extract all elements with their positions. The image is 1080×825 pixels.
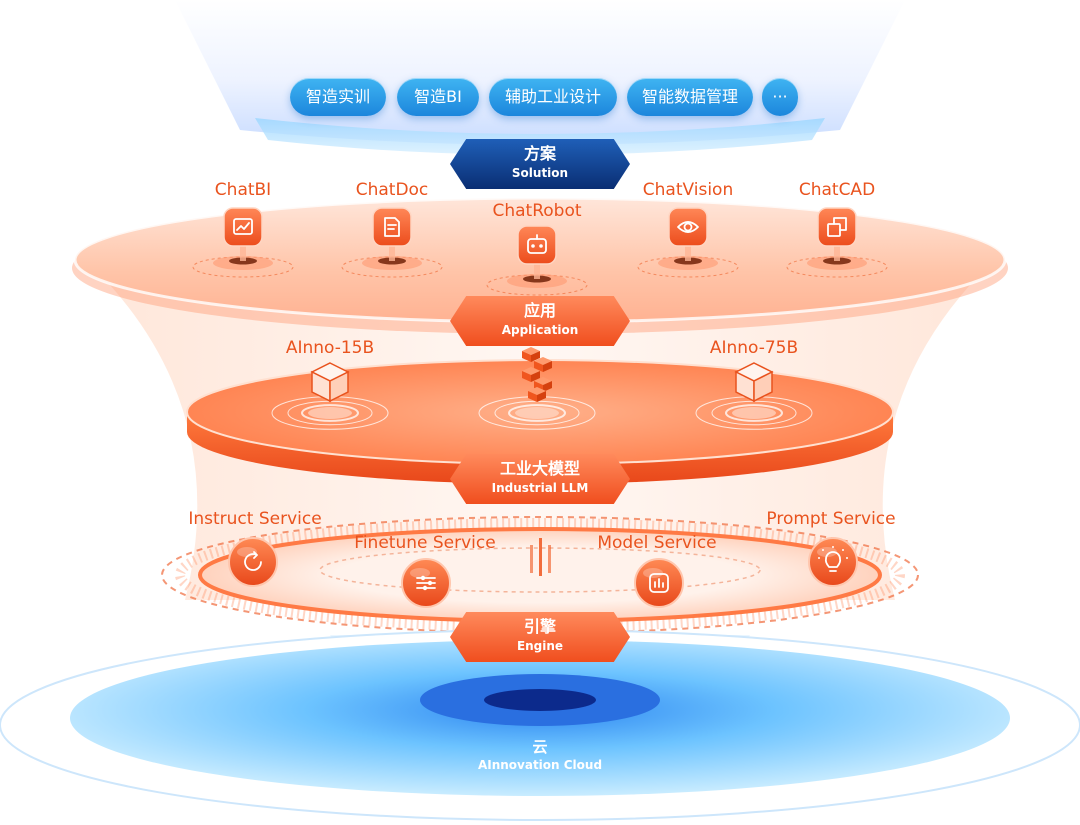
solution-title: 方案 (523, 144, 556, 163)
engine-label-prompt: Prompt Service (766, 509, 896, 529)
application-label-chatdoc: ChatDoc (355, 180, 429, 200)
blocks-icon (478, 347, 596, 430)
cube-icon (271, 362, 389, 430)
application-subtitle: Application (501, 323, 579, 337)
application-label-chatcad: ChatCAD (798, 180, 876, 200)
engine-tick-ring (175, 518, 905, 632)
robot-icon (486, 225, 588, 296)
cloud-core-hole (484, 689, 596, 711)
engine-label-model: Model Service (597, 533, 717, 553)
engine-label-finetune: Finetune Service (354, 533, 496, 553)
application-label-chatbi: ChatBI (214, 180, 272, 200)
solution-item-data[interactable]: 智能数据管理 (627, 78, 753, 116)
model-icon (634, 558, 684, 608)
engine-title: 引擎 (523, 617, 556, 636)
llm-badge: 工业大模型 Industrial LLM (450, 454, 630, 504)
solution-bowl-floor (255, 118, 825, 155)
sliders-icon (401, 558, 451, 608)
solution-subtitle: Solution (511, 166, 569, 180)
application-label-chatrobot: ChatRobot (492, 201, 582, 221)
llm-label-15b: AInno-15B (285, 338, 375, 358)
eye-icon (637, 207, 739, 278)
refresh-icon (228, 537, 278, 587)
document-icon (341, 207, 443, 278)
bulb-icon (808, 537, 858, 587)
solution-badge: 方案 Solution (450, 139, 630, 189)
solution-item-design[interactable]: 辅助工业设计 (489, 78, 617, 116)
cube-icon (695, 362, 813, 430)
application-label-chatvision: ChatVision (642, 180, 734, 200)
chart-icon (192, 207, 294, 278)
engine-badge: 引擎 Engine (450, 612, 630, 662)
llm-label-75b: AInno-75B (709, 338, 799, 358)
application-title: 应用 (523, 301, 556, 320)
cloud-title: 云 (532, 738, 548, 756)
solution-item-more[interactable]: ··· (762, 78, 798, 116)
engine-inner-dash (319, 547, 761, 593)
engine-label-instruct: Instruct Service (188, 509, 322, 529)
application-badge: 应用 Application (450, 296, 630, 346)
solution-item-bi[interactable]: 智造BI (397, 78, 479, 116)
cloud-subtitle: AInnovation Cloud (477, 758, 603, 772)
cad-icon (786, 207, 888, 278)
solution-item-training[interactable]: 智造实训 (290, 78, 386, 116)
llm-subtitle: Industrial LLM (491, 481, 589, 495)
engine-center-bars (530, 538, 551, 576)
llm-title: 工业大模型 (499, 459, 580, 478)
engine-subtitle: Engine (516, 639, 564, 653)
